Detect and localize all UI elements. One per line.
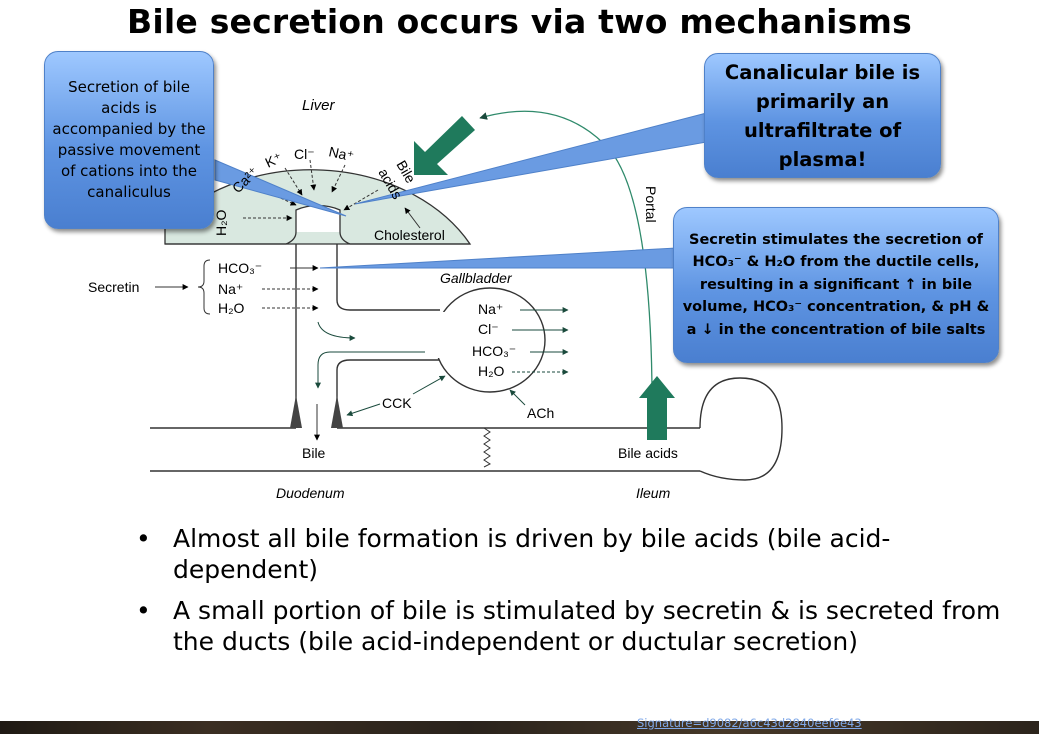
- label-bile: Bile: [302, 445, 326, 461]
- label-gb-h2o: H₂O: [478, 363, 505, 379]
- green-arrow-ileum: [639, 376, 675, 440]
- label-secretin: Secretin: [88, 279, 139, 295]
- label-gb-cl: Cl⁻: [478, 321, 499, 337]
- callout-passive-cations: Secretion of bile acids is accompanied b…: [44, 51, 214, 229]
- label-portal: Portal: [643, 186, 659, 223]
- slide-title: Bile secretion occurs via two mechanisms: [127, 2, 912, 41]
- bottom-bar: Signature=d9082/a6c43d2840eef6e43: [0, 716, 1039, 734]
- label-gb-na: Na⁺: [478, 301, 503, 317]
- bullet-list: Almost all bile formation is driven by b…: [130, 523, 1010, 667]
- callout-passive-text: Secretion of bile acids is accompanied b…: [52, 78, 206, 201]
- ileum-loop: [699, 377, 783, 481]
- label-cl: Cl⁻: [294, 146, 315, 162]
- label-k: K⁺: [263, 149, 285, 171]
- callout-secretin: Secretin stimulates the secretion of HCO…: [673, 207, 999, 363]
- label-ileum: Ileum: [636, 485, 671, 501]
- label-duct-h2o: H₂O: [218, 300, 245, 316]
- callout-ultrafiltrate: Canalicular bile is primarily an ultrafi…: [704, 53, 941, 178]
- label-duodenum: Duodenum: [276, 485, 345, 501]
- label-cck: CCK: [382, 395, 412, 411]
- bullet-item: Almost all bile formation is driven by b…: [130, 523, 1010, 585]
- label-bile-acids-lower: Bile acids: [618, 445, 678, 461]
- label-liver: Liver: [302, 97, 336, 114]
- label-ach: ACh: [527, 405, 554, 421]
- canaliculus: [295, 204, 341, 232]
- bullet-item: A small portion of bile is stimulated by…: [130, 595, 1010, 657]
- label-gb-hco3: HCO₃⁻: [472, 343, 516, 359]
- signature-link[interactable]: Signature=d9082/a6c43d2840eef6e43: [637, 716, 862, 730]
- label-na: Na⁺: [327, 143, 355, 164]
- callout-ultrafiltrate-text: Canalicular bile is primarily an ultrafi…: [724, 60, 921, 171]
- callout-secretin-text: Secretin stimulates the secretion of HCO…: [682, 231, 990, 338]
- label-h2o-liver: H₂O: [213, 209, 229, 236]
- green-arrow-liver: [414, 116, 475, 175]
- label-gallbladder: Gallbladder: [440, 270, 513, 286]
- label-duct-na: Na⁺: [218, 281, 243, 297]
- label-cholesterol: Cholesterol: [374, 227, 445, 243]
- label-duct-hco3: HCO₃⁻: [218, 260, 262, 276]
